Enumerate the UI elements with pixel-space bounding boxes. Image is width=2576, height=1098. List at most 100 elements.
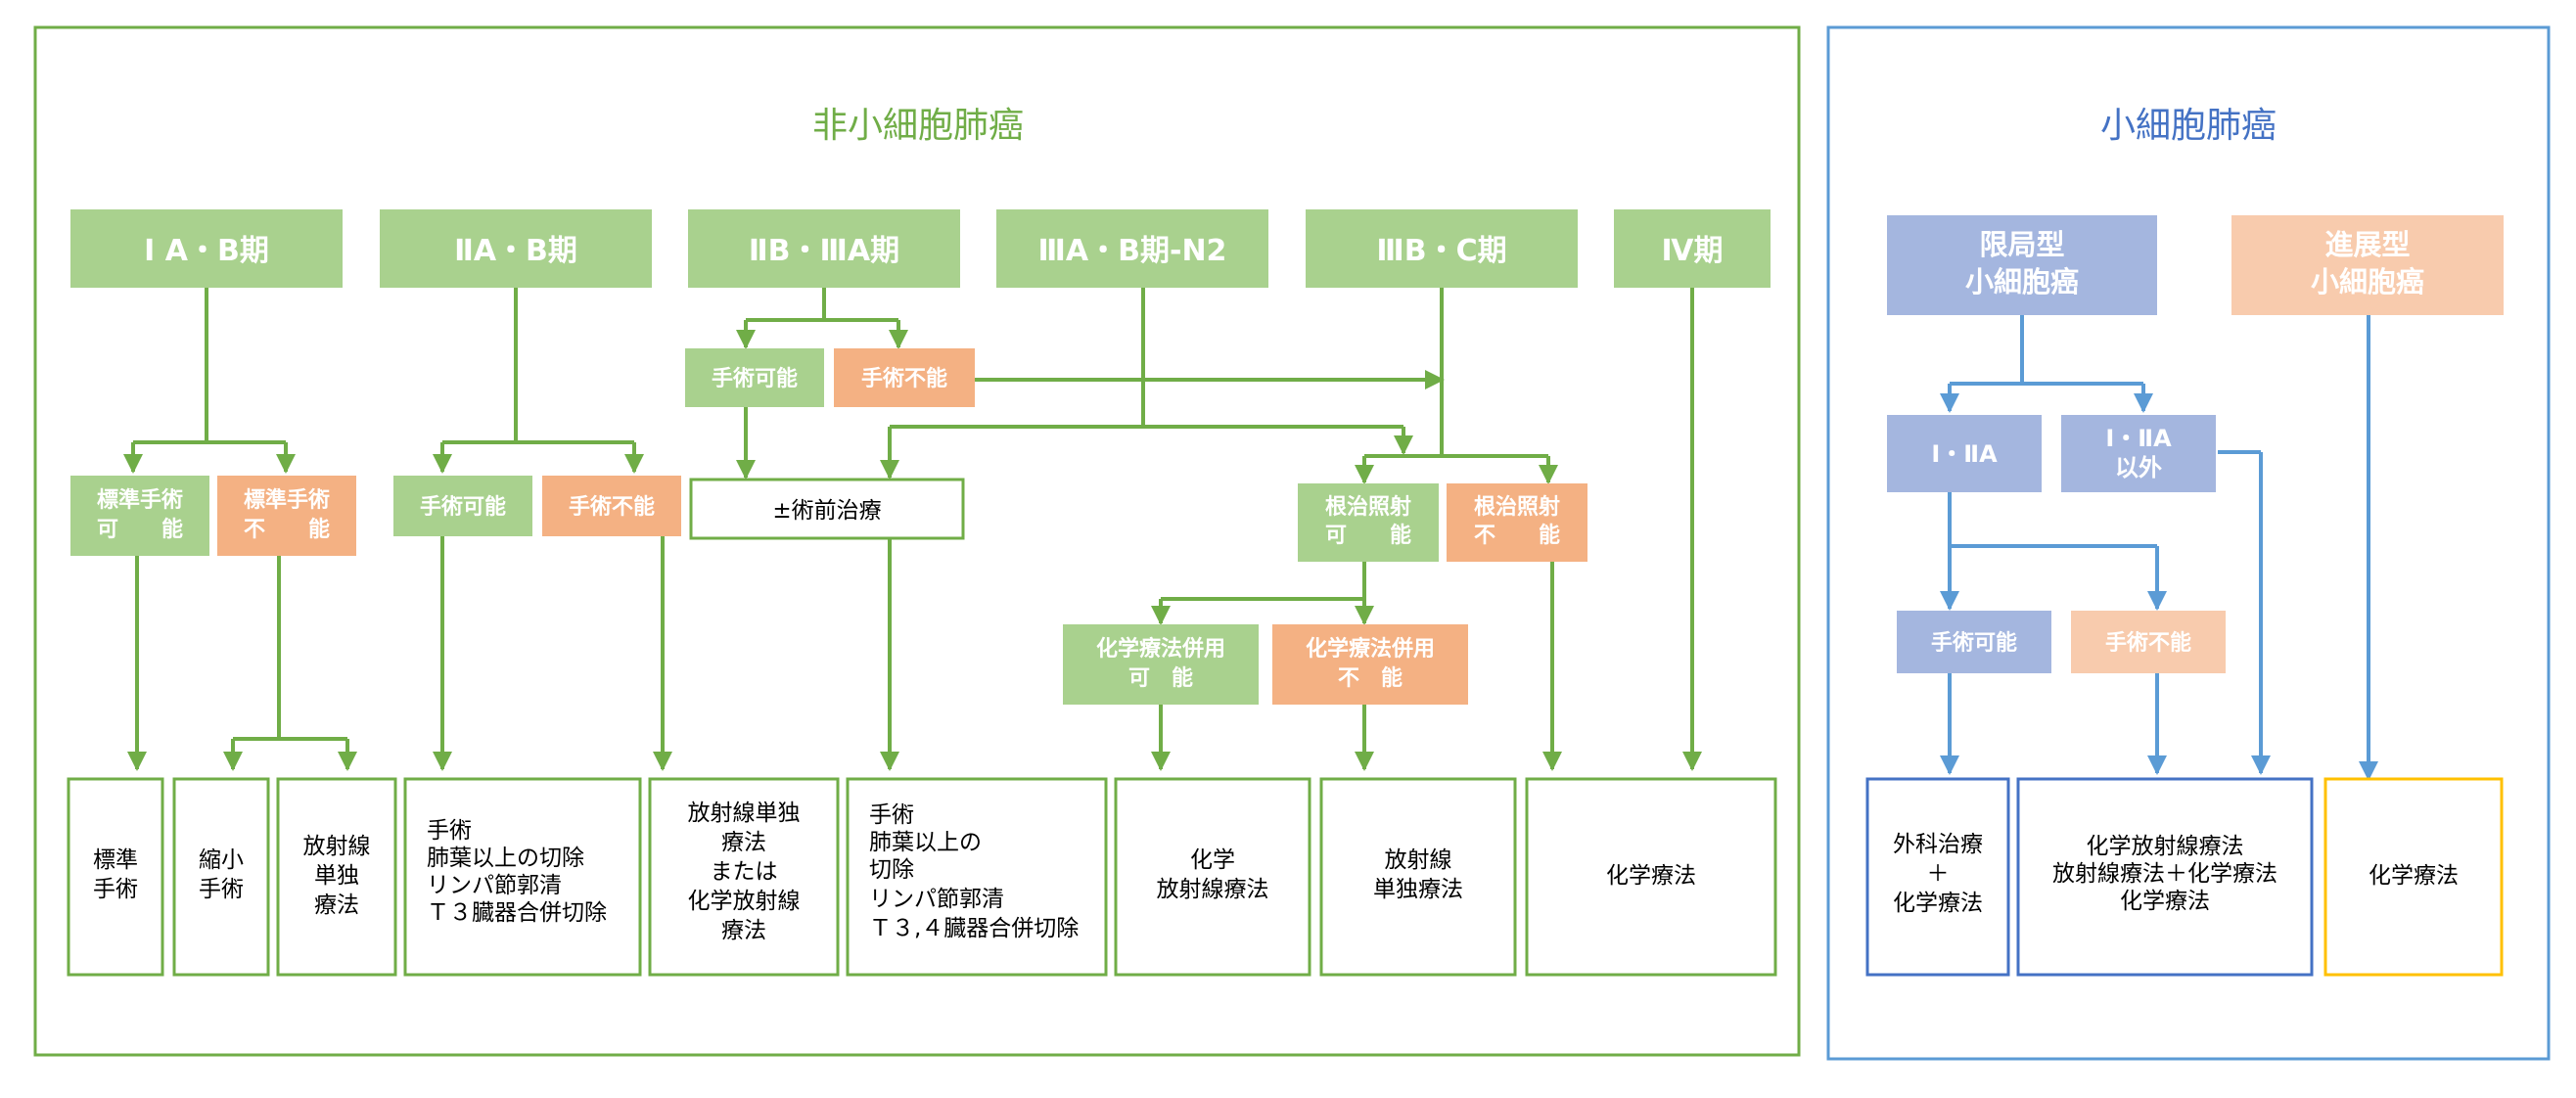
decision-preop-label: ±術前治療 xyxy=(772,498,881,524)
sclc-stage-i-iia-label: Ⅰ・ⅡA xyxy=(1931,440,1998,468)
treatment-radiation-only: 放射線 単独 療法 xyxy=(276,777,397,977)
stage-header-2: ⅡA・B期 xyxy=(380,209,652,288)
t7-line2: 放射線療法 xyxy=(1157,877,1269,902)
decision-surgery-impossible-2-label: 手術不能 xyxy=(569,494,655,520)
s3-line1: 化学療法 xyxy=(2369,863,2459,889)
t6-line4: リンパ節郭清 xyxy=(869,887,1004,912)
nsclc-connectors xyxy=(123,288,1702,771)
treatment-radiation-single: 放射線 単独療法 xyxy=(1319,777,1517,977)
t5-line3: または xyxy=(711,859,778,885)
sclc-treatment-chemo: 化学療法 xyxy=(2323,777,2504,977)
t6-line1: 手術 xyxy=(869,802,914,828)
stage-header-5: ⅢB・C期 xyxy=(1306,209,1578,288)
treatment-reduced-surgery: 縮小 手術 xyxy=(172,777,270,977)
decision-std-impossible-line2: 不 能 xyxy=(244,517,330,542)
sclc-limited-box: 限局型 小細胞癌 xyxy=(1887,215,2157,315)
decision-std-possible-line1: 標準手術 xyxy=(97,487,183,513)
decision-chemo-comb-possible-line2: 可 能 xyxy=(1128,665,1193,691)
sclc-title: 小細胞肺癌 xyxy=(2100,106,2277,146)
stage-label-5: ⅢB・C期 xyxy=(1376,234,1506,268)
stage-label-6: Ⅳ期 xyxy=(1662,234,1724,268)
decision-chemo-comb-impossible-line2: 不 能 xyxy=(1338,665,1403,691)
sclc-surgery-possible-label: 手術可能 xyxy=(1931,630,2017,656)
s1-line2: ＋ xyxy=(1927,861,1950,887)
treatment-surgery-t34: 手術 肺葉以上の 切除 リンパ節郭清 Ｔ３,４臓器合併切除 xyxy=(846,777,1108,977)
t3-line1: 放射線 xyxy=(303,834,371,859)
sclc-surgery-impossible: 手術不能 xyxy=(2071,611,2226,673)
stage-label-4: ⅢA・B期-N2 xyxy=(1038,234,1227,268)
t4-line3: リンパ節郭清 xyxy=(427,873,562,898)
t8-line2: 単独療法 xyxy=(1373,877,1463,902)
t2-line1: 縮小 xyxy=(199,847,244,873)
sclc-connectors xyxy=(1940,315,2378,781)
t7-line1: 化学 xyxy=(1190,847,1235,873)
t9-line1: 化学療法 xyxy=(1606,863,1696,889)
stage-header-1: Ⅰ A・B期 xyxy=(70,209,343,288)
t1-line1: 標準 xyxy=(93,847,138,873)
decision-chemo-comb-possible: 化学療法併用 可 能 xyxy=(1063,624,1259,705)
s1-line3: 化学療法 xyxy=(1893,891,1983,916)
t2-line2: 手術 xyxy=(199,877,244,902)
t5-line4: 化学放射線 xyxy=(688,889,801,914)
decision-surgery-impossible-2: 手術不能 xyxy=(542,476,681,536)
decision-surgery-possible-3: 手術可能 xyxy=(685,348,824,407)
treatment-standard-surgery: 標準 手術 xyxy=(67,777,164,977)
decision-rad-impossible-line2: 不 能 xyxy=(1474,523,1560,548)
treatment-chemotherapy: 化学療法 xyxy=(1525,777,1777,977)
sclc-surgery-impossible-label: 手術不能 xyxy=(2105,630,2191,656)
sclc-stage-other: Ⅰ・ⅡA 以外 xyxy=(2061,415,2216,492)
decision-rad-possible-line1: 根治照射 xyxy=(1325,494,1411,520)
decision-chemo-comb-impossible: 化学療法併用 不 能 xyxy=(1272,624,1468,705)
sclc-stage-i-iia: Ⅰ・ⅡA xyxy=(1887,415,2042,492)
decision-chemo-comb-impossible-line1: 化学療法併用 xyxy=(1306,636,1435,662)
decision-surgery-impossible-3: 手術不能 xyxy=(834,348,975,407)
decision-std-possible: 標準手術 可 能 xyxy=(70,476,209,556)
t3-line3: 療法 xyxy=(314,892,359,918)
t6-line2: 肺葉以上の xyxy=(869,830,982,855)
decision-surgery-possible-2-label: 手術可能 xyxy=(420,494,506,520)
decision-surgery-possible-2: 手術可能 xyxy=(393,476,532,536)
decision-std-impossible: 標準手術 不 能 xyxy=(217,476,356,556)
treatment-radiation-or-chemorad: 放射線単独 療法 または 化学放射線 療法 xyxy=(648,777,840,977)
stage-label-2: ⅡA・B期 xyxy=(454,234,577,268)
t4-line1: 手術 xyxy=(427,818,472,844)
t6-line5: Ｔ３,４臓器合併切除 xyxy=(869,916,1079,941)
t8-line1: 放射線 xyxy=(1385,847,1452,873)
t3-line2: 単独 xyxy=(314,863,359,889)
s1-line1: 外科治療 xyxy=(1893,832,1983,857)
s2-line2: 放射線療法＋化学療法 xyxy=(2052,861,2277,887)
sclc-treatment-chemorad: 化学放射線療法 放射線療法＋化学療法 化学療法 xyxy=(2016,777,2314,977)
t5-line5: 療法 xyxy=(721,918,766,943)
stage-header-6: Ⅳ期 xyxy=(1614,209,1771,288)
sclc-stage-other-line2: 以外 xyxy=(2115,454,2162,481)
sclc-treatment-surgery-chemo: 外科治療 ＋ 化学療法 xyxy=(1865,777,2010,977)
t4-line4: Ｔ３臓器合併切除 xyxy=(427,900,607,926)
s2-line3: 化学療法 xyxy=(2120,889,2210,914)
treatment-chemoradiation: 化学 放射線療法 xyxy=(1114,777,1311,977)
stage-label-3: ⅡB・ⅢA期 xyxy=(749,234,899,268)
s2-line1: 化学放射線療法 xyxy=(2087,834,2244,859)
stage-label-1: Ⅰ A・B期 xyxy=(144,234,269,268)
sclc-limited-line2: 小細胞癌 xyxy=(1965,265,2079,298)
sclc-stage-other-line1: Ⅰ・ⅡA xyxy=(2105,425,2172,452)
t4-line2: 肺葉以上の切除 xyxy=(427,846,584,871)
decision-preop: ±術前治療 xyxy=(689,478,965,540)
decision-surgery-possible-3-label: 手術可能 xyxy=(712,366,798,391)
sclc-extensive-line1: 進展型 xyxy=(2324,228,2410,261)
decision-rad-possible-line2: 可 能 xyxy=(1325,523,1411,548)
treatment-surgery-t3: 手術 肺葉以上の切除 リンパ節郭清 Ｔ３臓器合併切除 xyxy=(403,777,642,977)
decision-surgery-impossible-3-label: 手術不能 xyxy=(861,366,947,391)
decision-rad-possible: 根治照射 可 能 xyxy=(1298,483,1439,562)
decision-rad-impossible-line1: 根治照射 xyxy=(1474,494,1560,520)
t6-line3: 切除 xyxy=(869,857,914,883)
sclc-surgery-possible: 手術可能 xyxy=(1897,611,2051,673)
t5-line1: 放射線単独 xyxy=(688,801,801,826)
sclc-limited-line1: 限局型 xyxy=(1979,228,2064,261)
nsclc-title: 非小細胞肺癌 xyxy=(812,106,1024,146)
stage-header-4: ⅢA・B期-N2 xyxy=(996,209,1268,288)
sclc-extensive-line2: 小細胞癌 xyxy=(2311,265,2424,298)
t5-line2: 療法 xyxy=(721,830,766,855)
decision-std-impossible-line1: 標準手術 xyxy=(244,487,330,513)
stage-header-3: ⅡB・ⅢA期 xyxy=(688,209,960,288)
